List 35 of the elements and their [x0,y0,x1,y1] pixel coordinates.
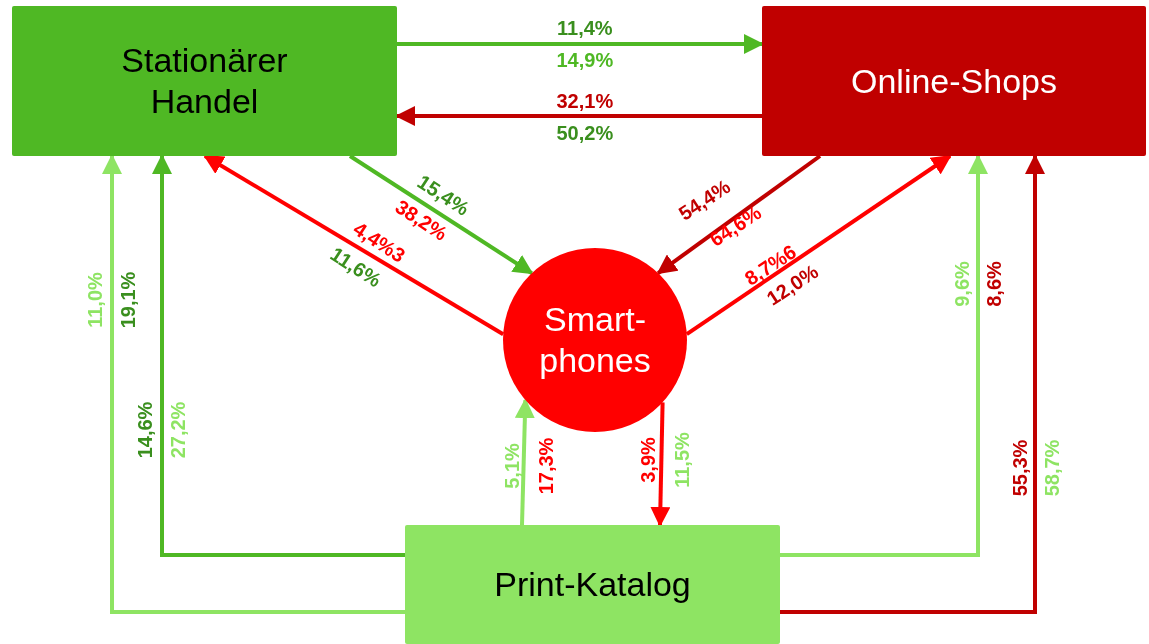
arrow [152,154,405,557]
node-label: Online-Shops [851,60,1057,102]
percentage-label: 11,0% [84,272,105,328]
arrow [102,154,405,614]
node-label: Print-Katalog [494,564,691,605]
arrow [397,34,764,54]
percentage-label: 11,5% [671,432,692,488]
node-label: Stationärer Handel [120,40,289,122]
percentage-label: 9,6% [951,261,972,307]
percentage-label: 3,9% [637,437,658,483]
percentage-label: 5,1% [501,443,522,489]
percentage-label: 58,7% [1041,439,1062,497]
arrow [685,154,952,336]
percentage-label: 17,3% [535,437,556,495]
percentage-label: 50,2% [556,123,614,143]
percentage-label: 27,2% [167,401,188,459]
node-label: Smart-phones [538,299,652,381]
percentage-label: 14,6% [134,401,155,459]
percentage-label: 8,6% [983,261,1004,307]
percentage-label: 55,3% [1009,439,1030,497]
arrow [780,154,1045,614]
channel-box [762,6,1146,156]
arrow [650,402,671,527]
arrow [780,154,988,557]
arrow [203,154,505,336]
percentage-label: 11,4% [557,18,613,38]
channel-box [405,525,780,644]
percentage-label: 14,9% [556,50,614,70]
percentage-label: 19,1% [117,271,138,329]
channel-box [12,6,397,156]
arrow [514,398,535,526]
arrow [348,154,534,275]
percentage-label: 32,1% [556,91,614,111]
arrow [656,154,822,275]
arrow [395,106,762,126]
